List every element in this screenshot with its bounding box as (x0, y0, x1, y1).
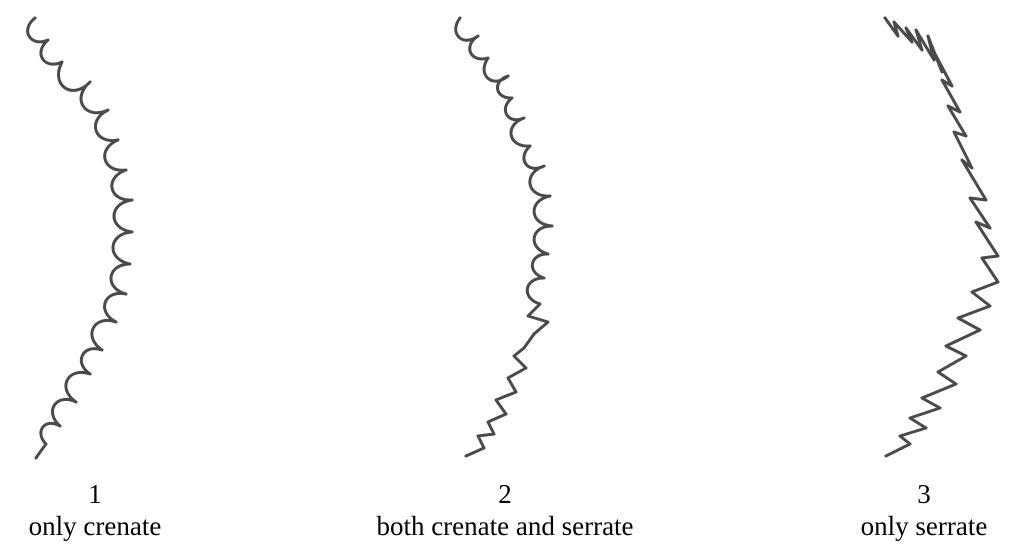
serrate-margin-drawing (885, 18, 998, 456)
crenate-margin-drawing (28, 18, 132, 458)
figure-number-1: 1 (0, 478, 190, 510)
caption-3: 3 only serrate (835, 478, 1013, 542)
figure-label-1: only crenate (0, 510, 190, 542)
caption-2: 2 both crenate and serrate (340, 478, 670, 542)
figure-label-2: both crenate and serrate (340, 510, 670, 542)
figure-number-3: 3 (835, 478, 1013, 510)
figure-number-2: 2 (340, 478, 670, 510)
caption-1: 1 only crenate (0, 478, 190, 542)
figure-label-3: only serrate (835, 510, 1013, 542)
mixed-margin-drawing (456, 18, 552, 456)
